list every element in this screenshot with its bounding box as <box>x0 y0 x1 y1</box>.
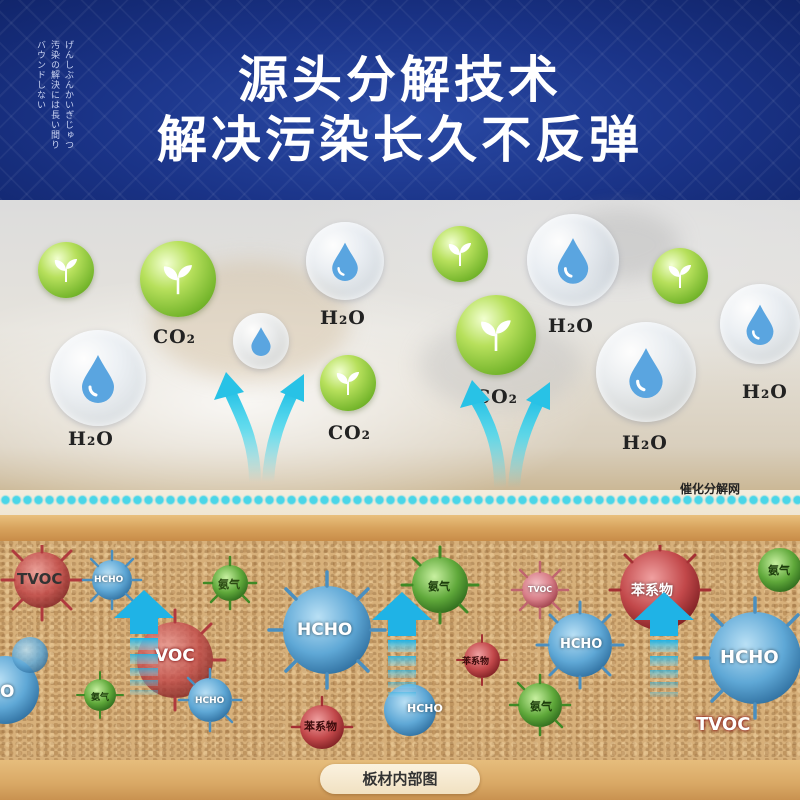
h2o-label: H₂O <box>622 432 668 454</box>
hcho-label: HCHO <box>560 637 603 652</box>
header-banner: げんしぶんかいぎじゅつ 汚染の解決には長い間り バウンドしない 源头分解技术 解… <box>0 0 800 200</box>
benzene-label: 苯系物 <box>304 720 337 733</box>
co2-bubble <box>432 226 488 282</box>
hcho-label: HCHO <box>407 702 443 715</box>
water-drop-icon <box>251 327 271 356</box>
co2-bubble <box>456 295 536 375</box>
water-bubble <box>527 214 619 306</box>
tvoc-label: VOC <box>155 646 195 666</box>
co2-label: CO₂ <box>475 386 518 408</box>
h2o-label: H₂O <box>68 428 114 450</box>
co2-label: CO₂ <box>328 422 371 444</box>
water-drop-icon <box>332 242 358 281</box>
co2-bubble <box>38 242 94 298</box>
ammonia-label: 氨气 <box>91 693 110 703</box>
tvoc-label: TVOC <box>528 585 553 594</box>
co2-label: CO₂ <box>153 326 196 348</box>
h2o-label: H₂O <box>742 381 788 403</box>
hcho-label: HCHO <box>297 620 353 640</box>
hcho-label: HCHO <box>94 575 124 585</box>
leaf-icon <box>336 372 359 395</box>
water-drop-icon <box>557 238 589 284</box>
leaf-icon <box>448 243 471 266</box>
co2-bubble <box>652 248 708 304</box>
upward-arrow-icon <box>114 590 174 695</box>
water-drop-icon <box>629 348 663 398</box>
tvoc-label: TVOC <box>696 714 751 735</box>
hcho-label: HCHO <box>195 696 225 706</box>
benzene-label: 苯系物 <box>462 657 490 667</box>
ammonia-label: 氨气 <box>218 578 240 591</box>
water-bubble <box>306 222 384 300</box>
co2-bubble <box>140 241 216 317</box>
leaf-icon <box>668 265 691 288</box>
catalytic-net-dots <box>0 494 800 506</box>
water-bubble <box>233 313 289 369</box>
tvoc-label: TVOC <box>17 570 63 588</box>
co2-bubble <box>320 355 376 411</box>
board-top-veneer <box>0 515 800 541</box>
ammonia-label: 氨气 <box>768 564 790 577</box>
leaf-icon <box>54 259 77 282</box>
water-bubble <box>720 284 800 364</box>
board-interior-label: 板材内部图 <box>320 764 480 794</box>
o-label: O <box>0 682 15 702</box>
h2o-label: H₂O <box>548 315 594 337</box>
water-bubble <box>596 322 696 422</box>
vertical-japanese-text-2: 汚染の解決には長い間り <box>49 40 59 150</box>
leaf-icon <box>481 320 511 351</box>
water-drop-icon <box>746 304 774 345</box>
h2o-label: H₂O <box>320 307 366 329</box>
ammonia-label: 氨气 <box>530 700 552 713</box>
pollutant-particles <box>0 545 800 749</box>
ammonia-label: 氨气 <box>428 580 450 593</box>
water-drop-icon <box>82 355 114 403</box>
headline-line-1: 源头分解技术 <box>238 51 562 109</box>
vertical-japanese-text-3: バウンドしない <box>35 40 45 110</box>
rising-arrows-left <box>214 372 304 483</box>
hcho-label: HCHO <box>720 647 779 668</box>
headline-line-2: 解决污染长久不反弹 <box>157 111 643 169</box>
upward-arrow-icon <box>634 592 694 697</box>
vertical-japanese-text-1: げんしぶんかいぎじゅつ <box>63 40 73 150</box>
rising-arrows-right <box>460 380 550 489</box>
upward-arrow-icon <box>372 592 432 697</box>
leaf-icon <box>163 265 192 295</box>
catalytic-net-label: 催化分解网 <box>679 482 740 496</box>
water-bubble <box>50 330 146 426</box>
